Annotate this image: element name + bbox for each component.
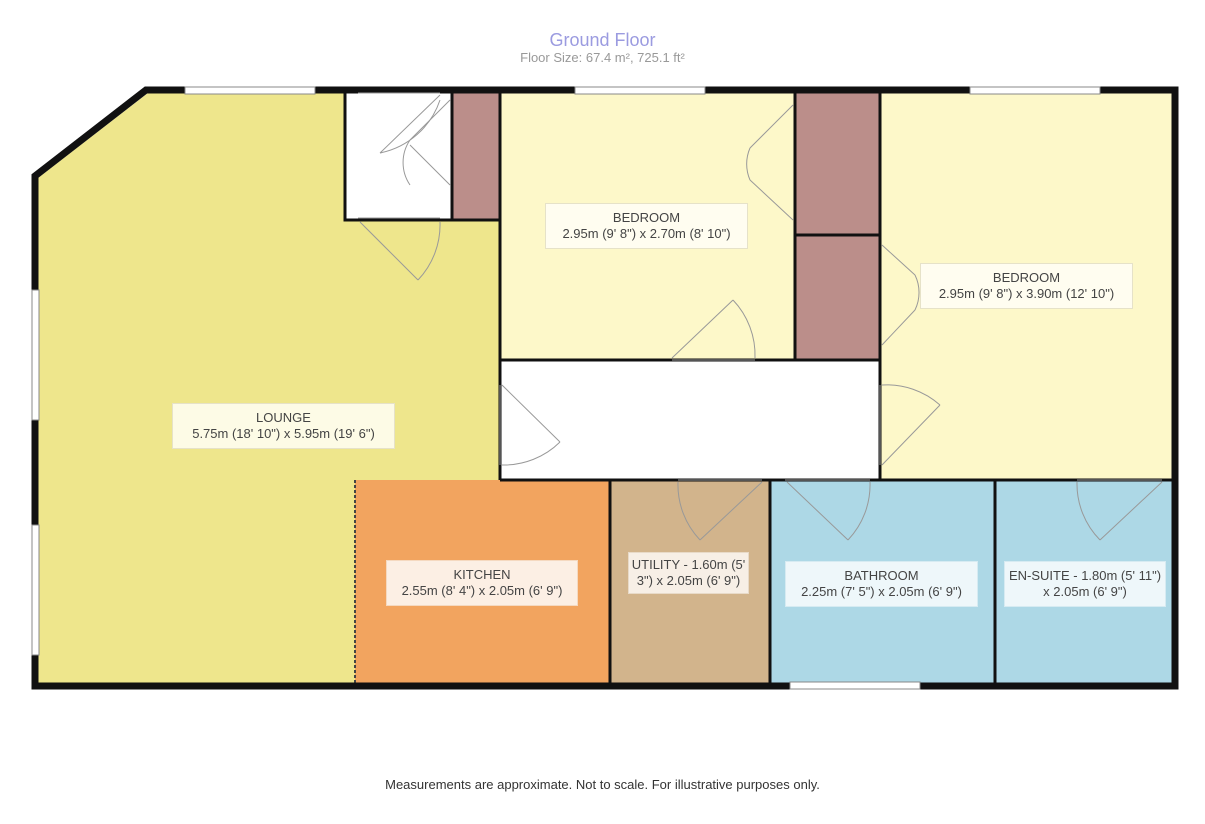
cupboard-area (345, 93, 452, 220)
bedroom2-dims: 2.95m (9' 8") x 3.90m (12' 10") (938, 286, 1115, 301)
disclaimer: Measurements are approximate. Not to sca… (385, 777, 820, 792)
ensuite-text: EN-SUITE - 1.80m (5' 11") x 2.05m (6' 9"… (1008, 568, 1162, 599)
floor-size: Floor Size: 67.4 m², 725.1 ft² (520, 50, 685, 65)
hallway-area (500, 360, 880, 480)
utility-label: UTILITY - 1.60m (5' 3") x 2.05m (6' 9") (628, 552, 749, 594)
bathroom-dims: 2.25m (7' 5") x 2.05m (6' 9") (801, 584, 962, 599)
lounge-name: LOUNGE (256, 410, 311, 425)
bedroom2-label: BEDROOM 2.95m (9' 8") x 3.90m (12' 10") (920, 263, 1133, 309)
kitchen-label: KITCHEN 2.55m (8' 4") x 2.05m (6' 9") (386, 560, 578, 606)
windows (31, 86, 1101, 690)
bedroom1-label: BEDROOM 2.95m (9' 8") x 2.70m (8' 10") (545, 203, 748, 249)
floor-title: Ground Floor (549, 30, 656, 50)
bedroom1-name: BEDROOM (612, 210, 681, 225)
kitchen-dims: 2.55m (8' 4") x 2.05m (6' 9") (401, 583, 563, 598)
bedroom2-name: BEDROOM (992, 270, 1061, 285)
lounge-label: LOUNGE 5.75m (18' 10") x 5.95m (19' 6") (172, 403, 395, 449)
closet-2 (795, 93, 880, 235)
bathroom-label: BATHROOM 2.25m (7' 5") x 2.05m (6' 9") (785, 561, 978, 607)
lounge-area (38, 93, 500, 683)
closet-3 (795, 235, 880, 360)
bedroom1-dims: 2.95m (9' 8") x 2.70m (8' 10") (562, 226, 731, 241)
doors (358, 92, 1163, 541)
bathroom-name: BATHROOM (844, 568, 919, 583)
lounge-dims: 5.75m (18' 10") x 5.95m (19' 6") (192, 426, 375, 441)
ensuite-label: EN-SUITE - 1.80m (5' 11") x 2.05m (6' 9"… (1004, 561, 1166, 607)
kitchen-name: KITCHEN (453, 567, 511, 582)
closet-1 (452, 93, 500, 220)
utility-text: UTILITY - 1.60m (5' 3") x 2.05m (6' 9") (631, 557, 746, 588)
